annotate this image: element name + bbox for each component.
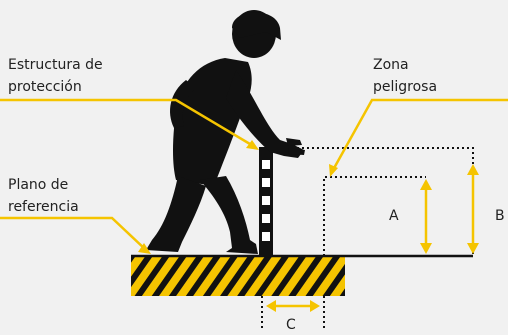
danger-zone-outline xyxy=(262,147,474,256)
person-silhouette xyxy=(146,10,305,254)
label-protection-structure-line2: protección xyxy=(8,79,82,95)
label-dimension-b: B xyxy=(495,208,505,224)
label-dimension-a: A xyxy=(389,208,399,224)
reference-plane-hatch xyxy=(131,256,345,296)
dimension-a-arrow xyxy=(420,179,432,254)
leader-danger-zone xyxy=(329,98,508,177)
label-dimension-c: C xyxy=(286,317,296,333)
label-protection-structure-line1: Estructura de xyxy=(8,57,103,73)
leader-protection-structure xyxy=(0,98,259,150)
protection-structure-post xyxy=(259,147,273,257)
label-danger-zone-line2: peligrosa xyxy=(373,79,437,95)
label-danger-zone-line1: Zona xyxy=(373,57,409,73)
dimension-b-arrow xyxy=(467,164,479,254)
label-reference-plane-line2: referencia xyxy=(8,199,79,215)
dimension-c xyxy=(261,296,325,330)
label-reference-plane-line1: Plano de xyxy=(8,177,68,193)
leader-reference-plane xyxy=(0,216,151,254)
